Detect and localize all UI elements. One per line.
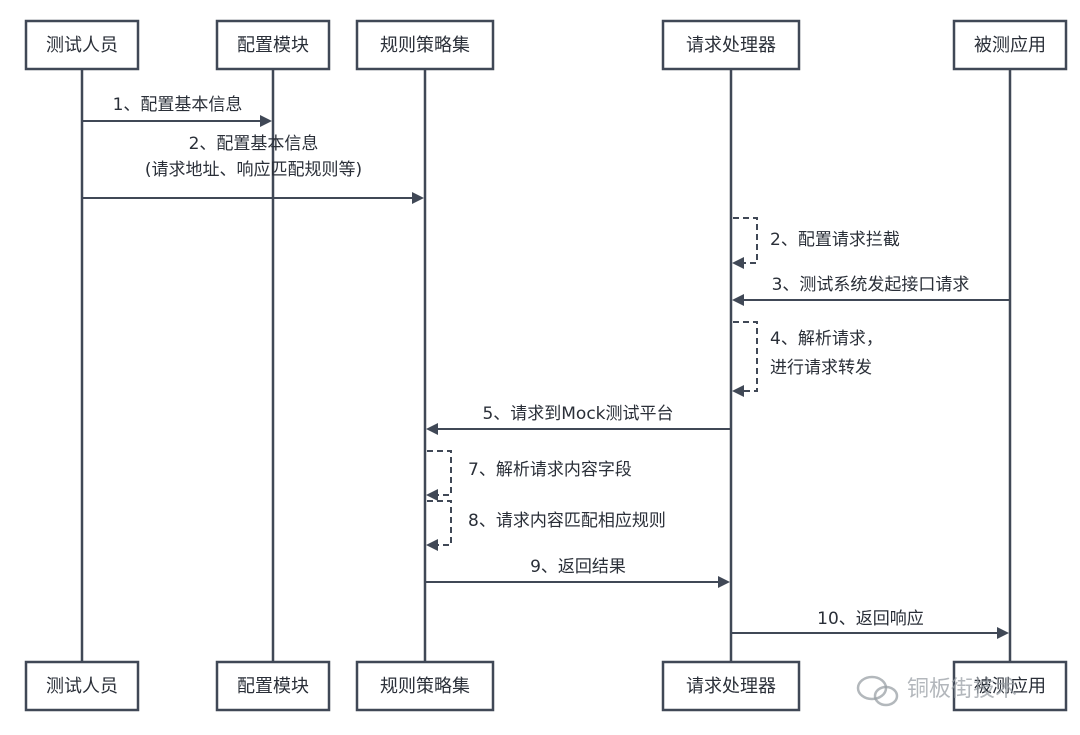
- message-label: (请求地址、响应匹配规则等): [145, 160, 362, 180]
- message-label: 进行请求转发: [770, 358, 872, 378]
- participant-box: [215, 19, 331, 71]
- participant-tester-top: 测试人员: [24, 19, 140, 71]
- message-7: 7、解析请求内容字段: [426, 450, 632, 501]
- message-label: 4、解析请求，: [770, 329, 883, 349]
- participant-rules-bottom: 规则策略集: [355, 660, 495, 712]
- participant-box: [355, 660, 495, 712]
- participant-config-top: 配置模块: [215, 19, 331, 71]
- arrow-head: [732, 294, 744, 306]
- arrow-head: [260, 115, 272, 127]
- participant-box: [661, 19, 801, 71]
- message-10: 10、返回响应: [731, 609, 1009, 639]
- message-line: [733, 321, 758, 392]
- arrow-head: [732, 257, 744, 269]
- message-label: 5、请求到Mock测试平台: [482, 404, 673, 424]
- message-label: 2、配置基本信息: [189, 134, 319, 154]
- participant-label: 请求处理器: [686, 676, 776, 697]
- participant-box: [952, 660, 1068, 712]
- participant-config-bottom: 配置模块: [215, 660, 331, 712]
- participant-handler-top: 请求处理器: [661, 19, 801, 71]
- participant-label: 规则策略集: [380, 676, 470, 697]
- watermark: 铜板街技术: [856, 675, 1017, 707]
- message-1: 1、配置基本信息: [82, 95, 272, 127]
- participant-label: 配置模块: [237, 35, 309, 56]
- participant-label: 被测应用: [974, 676, 1046, 697]
- message-label: 7、解析请求内容字段: [468, 460, 632, 480]
- participant-label: 规则策略集: [380, 35, 470, 56]
- message-9: 9、返回结果: [425, 557, 730, 588]
- arrow-head: [426, 489, 438, 501]
- participant-app-top: 被测应用: [952, 19, 1068, 71]
- participant-handler-bottom: 请求处理器: [661, 660, 801, 712]
- participant-label: 测试人员: [46, 676, 118, 697]
- participant-label: 测试人员: [46, 35, 118, 56]
- arrow-head: [426, 423, 438, 435]
- arrow-head: [997, 627, 1009, 639]
- participant-app-bottom: 被测应用: [952, 660, 1068, 712]
- watermark-text: 铜板街技术: [907, 677, 1017, 702]
- message-2: 2、配置基本信息 (请求地址、响应匹配规则等): [82, 134, 424, 204]
- wechat-icon: [856, 675, 899, 707]
- message-line: [733, 217, 758, 264]
- message-label: 8、请求内容匹配相应规则: [468, 511, 666, 531]
- message-line: [427, 500, 452, 546]
- participant-label: 被测应用: [974, 35, 1046, 56]
- message-8: 8、请求内容匹配相应规则: [426, 500, 666, 551]
- message-label: 1、配置基本信息: [113, 95, 243, 115]
- participant-tester-bottom: 测试人员: [24, 660, 140, 712]
- message-line: [427, 450, 452, 496]
- participant-rules-top: 规则策略集: [355, 19, 495, 71]
- arrow-head: [412, 192, 424, 204]
- participant-box: [952, 19, 1068, 71]
- participant-box: [24, 660, 140, 712]
- participant-label: 请求处理器: [686, 35, 776, 56]
- message-4: 3、测试系统发起接口请求: [732, 275, 1010, 306]
- participant-label: 配置模块: [237, 676, 309, 697]
- participant-box: [24, 19, 140, 71]
- message-6: 5、请求到Mock测试平台: [426, 404, 731, 435]
- participant-box: [215, 660, 331, 712]
- arrow-head: [732, 385, 744, 397]
- message-label: 10、返回响应: [817, 609, 924, 629]
- message-3: 2、配置请求拦截: [732, 217, 900, 269]
- arrow-head: [426, 539, 438, 551]
- message-5: 4、解析请求， 进行请求转发: [732, 321, 883, 397]
- message-label: 9、返回结果: [530, 557, 626, 577]
- message-label: 2、配置请求拦截: [770, 230, 900, 250]
- participant-box: [661, 660, 801, 712]
- arrow-head: [718, 576, 730, 588]
- participant-box: [355, 19, 495, 71]
- message-label: 3、测试系统发起接口请求: [772, 275, 970, 295]
